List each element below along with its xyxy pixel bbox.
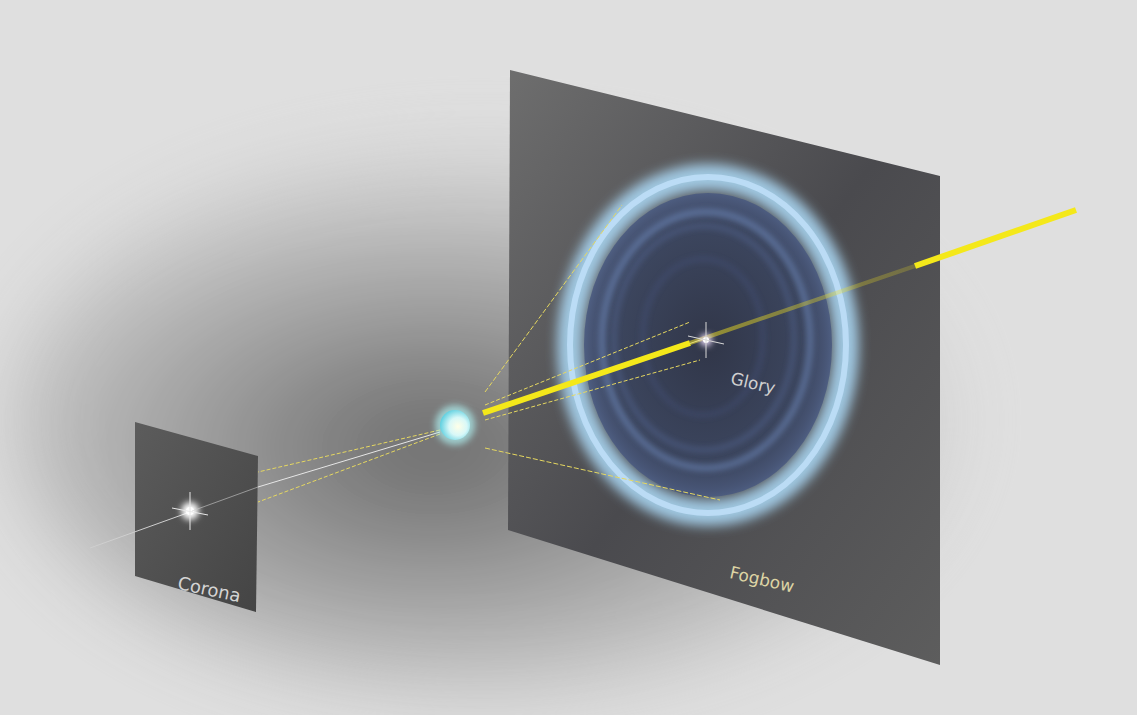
- stage: CoronaGloryFogbow: [0, 0, 1137, 715]
- optics-illustration: [0, 0, 1137, 715]
